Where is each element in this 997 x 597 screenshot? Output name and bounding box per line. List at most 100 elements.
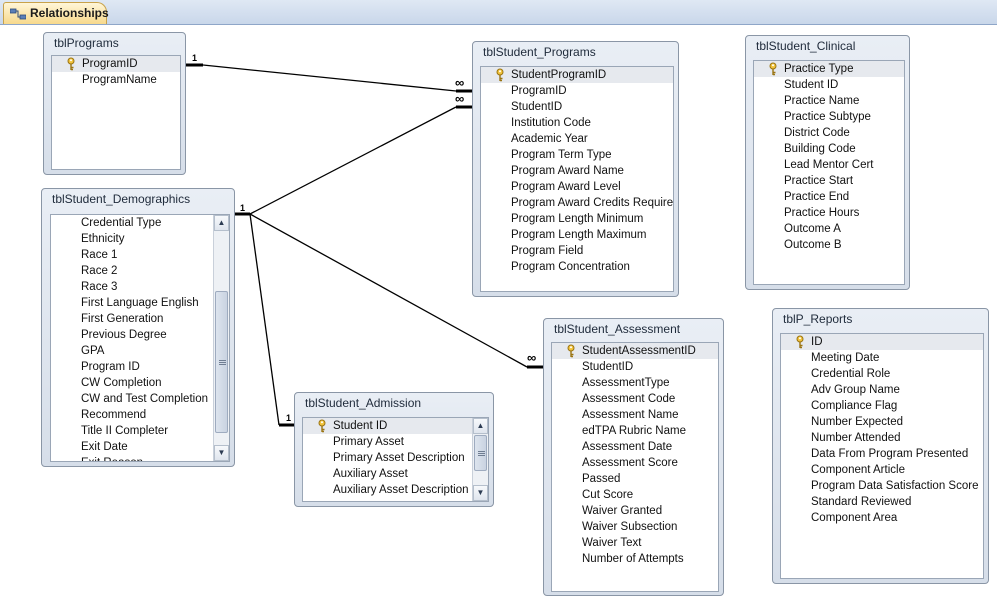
table-field[interactable]: Component Article — [781, 462, 983, 478]
table-field[interactable]: Program Concentration — [481, 259, 673, 275]
table-field[interactable]: First Generation — [51, 311, 229, 327]
table-field[interactable]: Waiver Granted — [552, 503, 718, 519]
vertical-scrollbar[interactable]: ▲ ▼ — [213, 215, 229, 461]
table-field[interactable]: Ethnicity — [51, 231, 229, 247]
table-field[interactable]: Practice Start — [754, 173, 904, 189]
vertical-scrollbar[interactable]: ▲ ▼ — [472, 418, 488, 501]
scroll-down-button[interactable]: ▼ — [473, 485, 488, 501]
table-field[interactable]: Assessment Name — [552, 407, 718, 423]
primary-key-field[interactable]: Student ID — [303, 418, 488, 434]
table-field[interactable]: Number Attended — [781, 430, 983, 446]
table-field[interactable]: Number of Attempts — [552, 551, 718, 567]
table-field[interactable]: GPA — [51, 343, 229, 359]
table-field[interactable]: Program Term Type — [481, 147, 673, 163]
field-name: First Generation — [81, 313, 164, 325]
table-field[interactable]: Practice Subtype — [754, 109, 904, 125]
table-field[interactable]: Number Expected — [781, 414, 983, 430]
table-field[interactable]: Passed — [552, 471, 718, 487]
table-field[interactable]: CW Completion — [51, 375, 229, 391]
primary-key-field[interactable]: ID — [781, 334, 983, 350]
table-field[interactable]: Program Award Name — [481, 163, 673, 179]
table-field[interactable]: StudentID — [552, 359, 718, 375]
table-field[interactable]: Title II Completer — [51, 423, 229, 439]
scroll-down-button[interactable]: ▼ — [214, 445, 229, 461]
table-student-assessment[interactable]: tblStudent_Assessment StudentAssessmentI… — [543, 318, 724, 596]
table-field[interactable]: Previous Degree — [51, 327, 229, 343]
table-field[interactable]: Practice Name — [754, 93, 904, 109]
table-field[interactable]: Standard Reviewed — [781, 494, 983, 510]
table-field[interactable]: Assessment Date — [552, 439, 718, 455]
table-field[interactable]: First Language English — [51, 295, 229, 311]
table-field[interactable]: ProgramName — [52, 72, 180, 88]
table-field[interactable]: Building Code — [754, 141, 904, 157]
table-field[interactable]: Academic Year — [481, 131, 673, 147]
table-field[interactable]: Program Data Satisfaction Score — [781, 478, 983, 494]
table-field[interactable]: Program Length Minimum — [481, 211, 673, 227]
table-field[interactable]: Auxiliary Asset Description — [303, 482, 488, 498]
table-field[interactable]: Meeting Date — [781, 350, 983, 366]
table-field[interactable]: edTPA Rubric Name — [552, 423, 718, 439]
table-field[interactable]: Program Field — [481, 243, 673, 259]
tab-relationships[interactable]: Relationships — [3, 2, 109, 24]
table-field[interactable]: Program Award Level — [481, 179, 673, 195]
table-field[interactable]: Data From Program Presented — [781, 446, 983, 462]
table-field[interactable]: Cut Score — [552, 487, 718, 503]
table-field[interactable]: Race 2 — [51, 263, 229, 279]
table-field[interactable]: Credential Type — [51, 215, 229, 231]
scroll-thumb[interactable] — [474, 435, 487, 471]
table-field[interactable]: Institution Code — [481, 115, 673, 131]
table-field[interactable]: CW and Test Completion — [51, 391, 229, 407]
table-field[interactable]: Primary Asset Description — [303, 450, 488, 466]
table-field[interactable]: Waiver Subsection — [552, 519, 718, 535]
table-field[interactable]: Outcome B — [754, 237, 904, 253]
table-field[interactable]: Primary Asset — [303, 434, 488, 450]
scroll-thumb[interactable] — [215, 291, 228, 433]
table-field[interactable]: Compliance Flag — [781, 398, 983, 414]
table-field[interactable]: Program Award Credits Require — [481, 195, 673, 211]
field-name: Program Data Satisfaction Score — [811, 480, 979, 492]
table-field[interactable]: Credential Role — [781, 366, 983, 382]
scroll-up-button[interactable]: ▲ — [214, 215, 229, 231]
table-field[interactable]: Outcome A — [754, 221, 904, 237]
table-field[interactable]: Assessment Score — [552, 455, 718, 471]
table-field[interactable]: Lead Mentor Cert — [754, 157, 904, 173]
table-field[interactable]: Component Area — [781, 510, 983, 526]
table-field[interactable]: Practice Hours — [754, 205, 904, 221]
primary-key-field[interactable]: Practice Type — [754, 61, 904, 77]
table-field[interactable]: Auxiliary Asset — [303, 466, 488, 482]
table-field[interactable]: StudentID — [481, 99, 673, 115]
cardinality-one-label: 1 — [192, 53, 198, 63]
table-field[interactable]: Student ID — [754, 77, 904, 93]
primary-key-field[interactable]: StudentAssessmentID — [552, 343, 718, 359]
table-field[interactable]: Program ID — [51, 359, 229, 375]
table-field[interactable]: Exit Date — [51, 439, 229, 455]
scroll-up-button[interactable]: ▲ — [473, 418, 488, 434]
table-field[interactable]: Adv Group Name — [781, 382, 983, 398]
table-field[interactable]: Exit Reason — [51, 455, 229, 461]
table-field[interactable]: Recommend — [51, 407, 229, 423]
table-field[interactable]: Race 3 — [51, 279, 229, 295]
table-field[interactable]: Waiver Text — [552, 535, 718, 551]
table-field[interactable]: ProgramID — [481, 83, 673, 99]
table-field[interactable]: District Code — [754, 125, 904, 141]
table-field[interactable]: Race 1 — [51, 247, 229, 263]
primary-key-field[interactable]: ProgramID — [52, 56, 180, 72]
table-field[interactable]: Program Length Maximum — [481, 227, 673, 243]
primary-key-field[interactable]: StudentProgramID — [481, 67, 673, 83]
table-field[interactable]: AssessmentType — [552, 375, 718, 391]
table-field[interactable]: Assessment Code — [552, 391, 718, 407]
table-field[interactable]: Practice End — [754, 189, 904, 205]
